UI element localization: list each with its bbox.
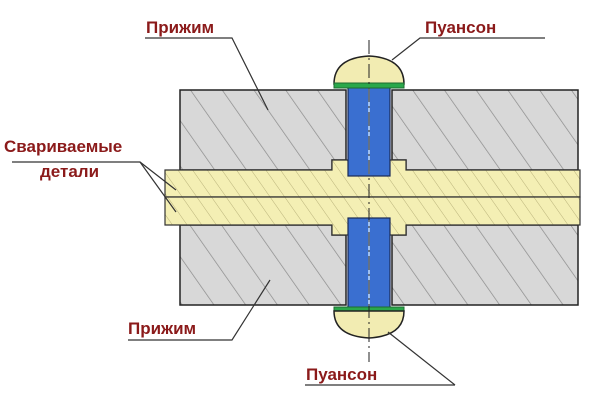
welded-parts-label-line2: детали [40, 162, 99, 181]
lower-press-right [391, 224, 579, 306]
punch-bottom-label: Пуансон [306, 365, 377, 384]
leader-lines [12, 37, 545, 386]
press-top-label: Прижим [146, 18, 214, 37]
upper-press [179, 89, 347, 171]
lower-press [179, 224, 347, 306]
welded-parts-label-line1: Свариваемые [4, 137, 122, 156]
upper-press-right [391, 89, 579, 171]
punch-top-label: Пуансон [425, 18, 496, 37]
press-bottom-label: Прижим [128, 319, 196, 338]
welded-parts [164, 159, 581, 236]
